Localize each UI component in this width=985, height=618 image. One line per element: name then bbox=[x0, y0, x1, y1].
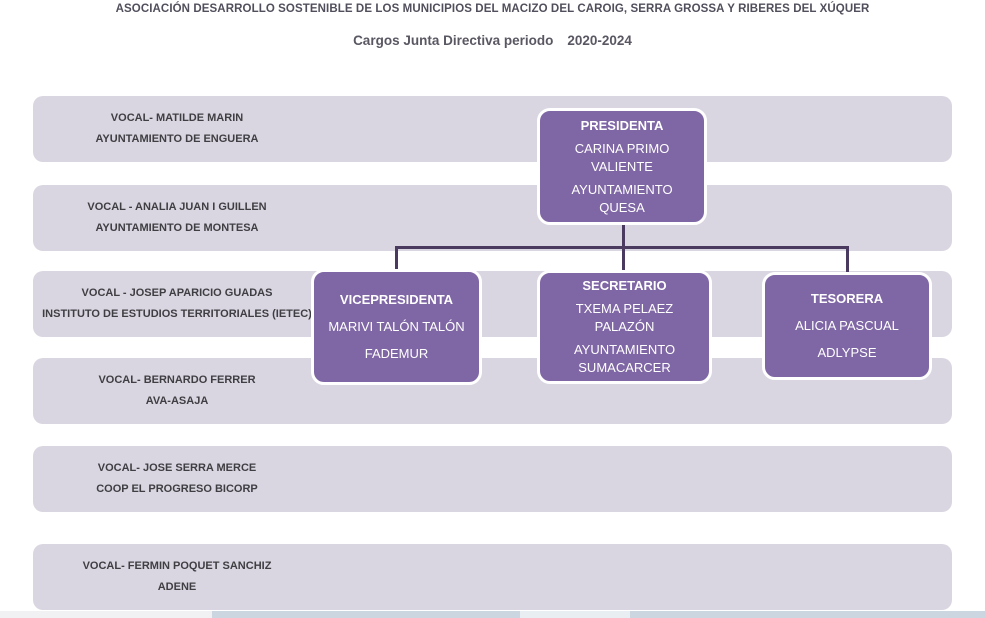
vocal-row-5: VOCAL- JOSE SERRA MERCE COOP EL PROGRESO… bbox=[33, 446, 952, 512]
position-title: SECRETARIO bbox=[582, 278, 667, 293]
vocal-text: VOCAL- FERMIN POQUET SANCHIZ ADENE bbox=[40, 556, 314, 598]
vocal-org: COOP EL PROGRESO BICORP bbox=[96, 483, 258, 495]
vocal-org: INSTITUTO DE ESTUDIOS TERRITORIALES (IET… bbox=[42, 308, 312, 320]
vocal-org: AVA-ASAJA bbox=[145, 395, 209, 407]
scrollbar-thumb[interactable] bbox=[520, 611, 630, 618]
position-name: ALICIA PASCUAL bbox=[795, 318, 899, 333]
vocal-name: VOCAL- JOSE SERRA MERCE bbox=[97, 462, 257, 474]
vocal-name: VOCAL- FERMIN POQUET SANCHIZ bbox=[82, 560, 272, 572]
vocal-text: VOCAL - ANALIA JUAN I GUILLEN AYUNTAMIEN… bbox=[40, 197, 314, 239]
vocal-row-2: VOCAL - ANALIA JUAN I GUILLEN AYUNTAMIEN… bbox=[33, 185, 952, 251]
horizontal-scrollbar[interactable] bbox=[212, 611, 985, 618]
vocal-text: VOCAL- JOSE SERRA MERCE COOP EL PROGRESO… bbox=[40, 458, 314, 500]
position-name: CARINA PRIMO VALIENTE bbox=[574, 140, 670, 174]
connector-horizontal bbox=[395, 246, 849, 249]
scrollbar-gutter bbox=[0, 611, 212, 618]
vocal-text: VOCAL- MATILDE MARIN AYUNTAMIENTO DE ENG… bbox=[40, 108, 314, 150]
vocal-name: VOCAL - JOSEP APARICIO GUADAS bbox=[81, 287, 273, 299]
position-name: MARIVI TALÓN TALÓN bbox=[328, 319, 465, 334]
vocal-name: VOCAL - ANALIA JUAN I GUILLEN bbox=[87, 201, 267, 213]
vocal-org: AYUNTAMIENTO DE MONTESA bbox=[95, 222, 259, 234]
vocal-row-1: VOCAL- MATILDE MARIN AYUNTAMIENTO DE ENG… bbox=[33, 96, 952, 162]
vocal-name: VOCAL- BERNARDO FERRER bbox=[98, 374, 256, 386]
position-name: TXEMA PELAEZ PALAZÓN bbox=[575, 301, 674, 334]
position-box-presidenta: PRESIDENTA CARINA PRIMO VALIENTE AYUNTAM… bbox=[537, 108, 707, 225]
connector-drop-right bbox=[846, 246, 849, 275]
page-title: ASOCIACIÓN DESARROLLO SOSTENIBLE DE LOS … bbox=[115, 3, 870, 15]
vocal-text: VOCAL - JOSEP APARICIO GUADAS INSTITUTO … bbox=[40, 283, 314, 325]
vocal-name: VOCAL- MATILDE MARIN bbox=[110, 112, 244, 124]
position-org: FADEMUR bbox=[364, 346, 429, 361]
vocal-org: AYUNTAMIENTO DE ENGUERA bbox=[95, 133, 259, 145]
position-box-vicepresidenta: VICEPRESIDENTA MARIVI TALÓN TALÓN FADEMU… bbox=[311, 269, 482, 385]
connector-vertical-center bbox=[622, 225, 625, 273]
position-org: ADLYPSE bbox=[817, 345, 877, 360]
vocal-row-6: VOCAL- FERMIN POQUET SANCHIZ ADENE bbox=[33, 544, 952, 610]
position-title: VICEPRESIDENTA bbox=[339, 292, 454, 307]
vocal-org: ADENE bbox=[157, 581, 197, 593]
vocal-text: VOCAL- BERNARDO FERRER AVA-ASAJA bbox=[40, 370, 314, 412]
page-subtitle: Cargos Junta Directiva periodo 2020-2024 bbox=[0, 33, 985, 48]
position-org: AYUNTAMIENTO SUMACARCER bbox=[573, 342, 676, 375]
position-org: AYUNTAMIENTO QUESA bbox=[571, 181, 673, 215]
position-title: PRESIDENTA bbox=[580, 117, 664, 133]
connector-drop-left bbox=[395, 246, 398, 272]
subtitle-period: 2020-2024 bbox=[567, 33, 632, 48]
position-title: TESORERA bbox=[810, 291, 884, 306]
position-box-secretario: SECRETARIO TXEMA PELAEZ PALAZÓN AYUNTAMI… bbox=[537, 270, 712, 384]
position-box-tesorera: TESORERA ALICIA PASCUAL ADLYPSE bbox=[762, 272, 932, 380]
subtitle-text: Cargos Junta Directiva periodo bbox=[353, 33, 554, 48]
